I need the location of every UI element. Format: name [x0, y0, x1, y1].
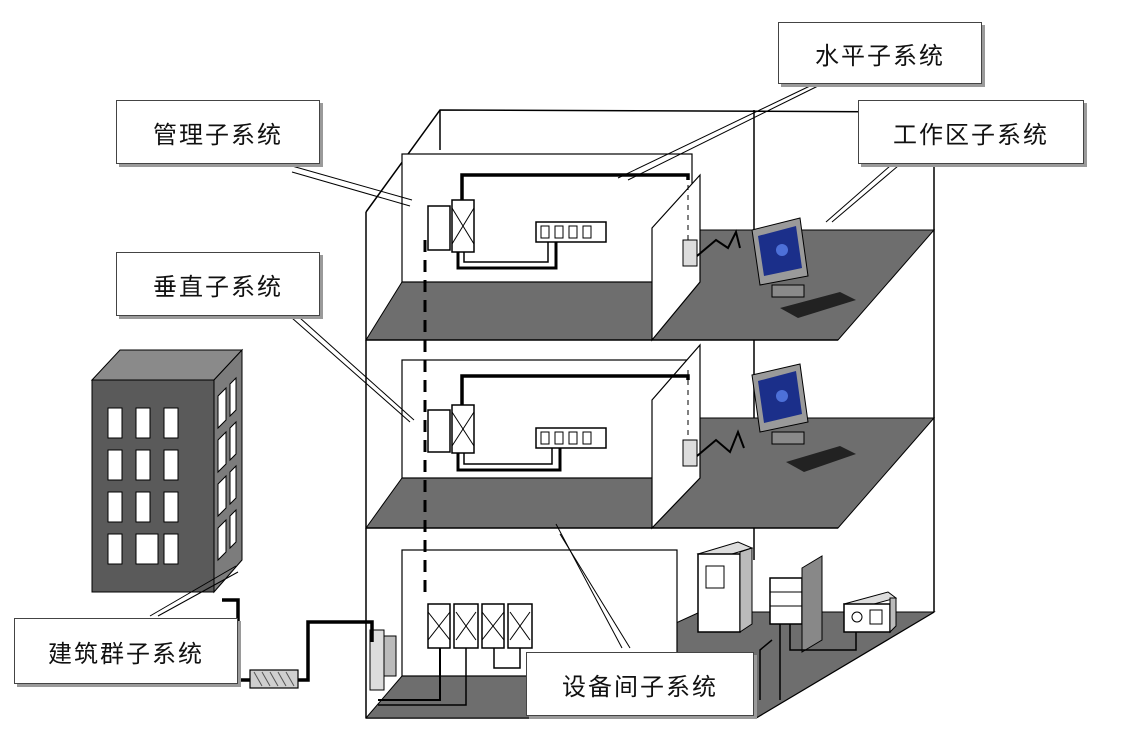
label-horizontal-subsystem-text: 水平子系统: [815, 41, 945, 70]
label-management-subsystem-text: 管理子系统: [153, 120, 283, 149]
ups-icon: [842, 591, 898, 634]
equipment-room-devices: [369, 603, 533, 706]
label-campus-subsystem: 建筑群子系统: [14, 618, 238, 684]
patch-panel-icon: [759, 555, 857, 700]
computer-icon: [751, 217, 856, 318]
label-campus-subsystem-text: 建筑群子系统: [48, 639, 204, 668]
label-vertical-subsystem-text: 垂直子系统: [153, 272, 283, 301]
computer-icon: [751, 363, 856, 472]
top-floor-telecom-closet: [427, 173, 741, 270]
cabinet-icon: [696, 541, 754, 633]
wall-outlet-icon: [682, 439, 698, 467]
middle-floor-telecom-closet: [427, 374, 745, 472]
label-management-subsystem: 管理子系统: [116, 100, 320, 164]
floor-slab-middle: [365, 417, 936, 529]
building-icon: [90, 348, 244, 594]
label-work-area-subsystem-text: 工作区子系统: [893, 120, 1049, 149]
patch-panel-icon: [427, 205, 451, 251]
wall-outlet-icon: [682, 239, 698, 267]
patch-panel-icon: [427, 409, 451, 453]
label-horizontal-subsystem: 水平子系统: [778, 22, 982, 84]
label-equipment-room-subsystem: 设备间子系统: [526, 652, 754, 716]
label-equipment-room-subsystem-text: 设备间子系统: [562, 672, 718, 701]
label-vertical-subsystem: 垂直子系统: [116, 252, 320, 316]
campus-cable: [222, 598, 374, 689]
leader-lines: [149, 84, 899, 649]
label-work-area-subsystem: 工作区子系统: [858, 100, 1084, 164]
